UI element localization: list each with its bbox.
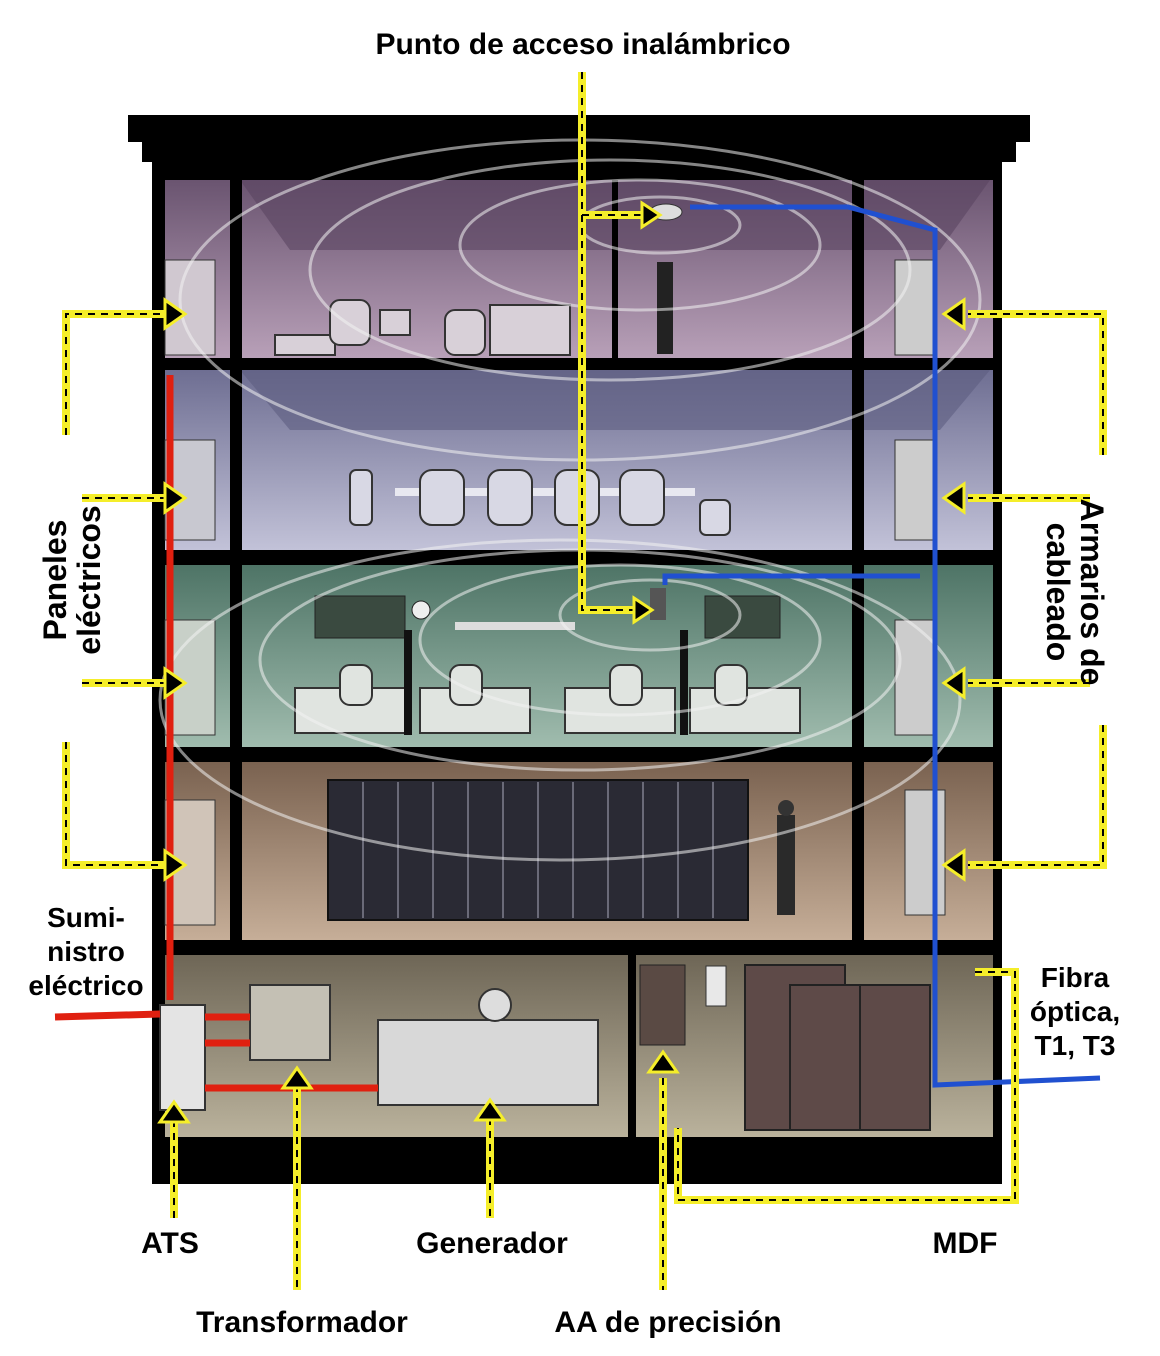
label-power-supply-line-2: nistro bbox=[47, 936, 125, 967]
label-ats: ATS bbox=[141, 1227, 199, 1260]
label-wiring-closets-line-1: Armarios de bbox=[1074, 498, 1110, 686]
floor-datacenter bbox=[164, 762, 993, 940]
label-precision-ac: AA de precisión bbox=[554, 1306, 782, 1339]
label-power-supply: Sumi- nistro eléctrico bbox=[28, 901, 143, 1003]
label-wiring-closets-line-2: cableado bbox=[1040, 522, 1076, 662]
label-electrical-panels: Paneles eléctricos bbox=[37, 505, 107, 655]
label-fiber-line-1: Fibra bbox=[1040, 962, 1110, 993]
label-power-supply-line-3: eléctrico bbox=[28, 970, 144, 1001]
label-fiber-optic: Fibra óptica, T1, T3 bbox=[1030, 961, 1120, 1063]
label-mdf: MDF bbox=[932, 1227, 998, 1260]
label-fiber-line-3: T1, T3 bbox=[1034, 1030, 1116, 1061]
label-wireless-access-point: Punto de acceso inalámbrico bbox=[375, 28, 791, 61]
label-fiber-line-2: óptica, bbox=[1029, 996, 1121, 1027]
label-generator: Generador bbox=[416, 1227, 568, 1260]
callout-arrows bbox=[157, 200, 966, 1124]
label-electrical-panels-line-2: eléctricos bbox=[71, 505, 107, 655]
label-power-supply-line-1: Sumi- bbox=[47, 902, 125, 933]
callout-dashes bbox=[65, 72, 1104, 1290]
data-cables bbox=[662, 204, 1101, 1088]
floor-basement bbox=[159, 955, 993, 1137]
label-electrical-panels-line-1: Paneles bbox=[37, 519, 73, 641]
label-transformer: Transformador bbox=[196, 1306, 408, 1339]
label-wiring-closets: Armarios de cableado bbox=[1040, 498, 1110, 686]
